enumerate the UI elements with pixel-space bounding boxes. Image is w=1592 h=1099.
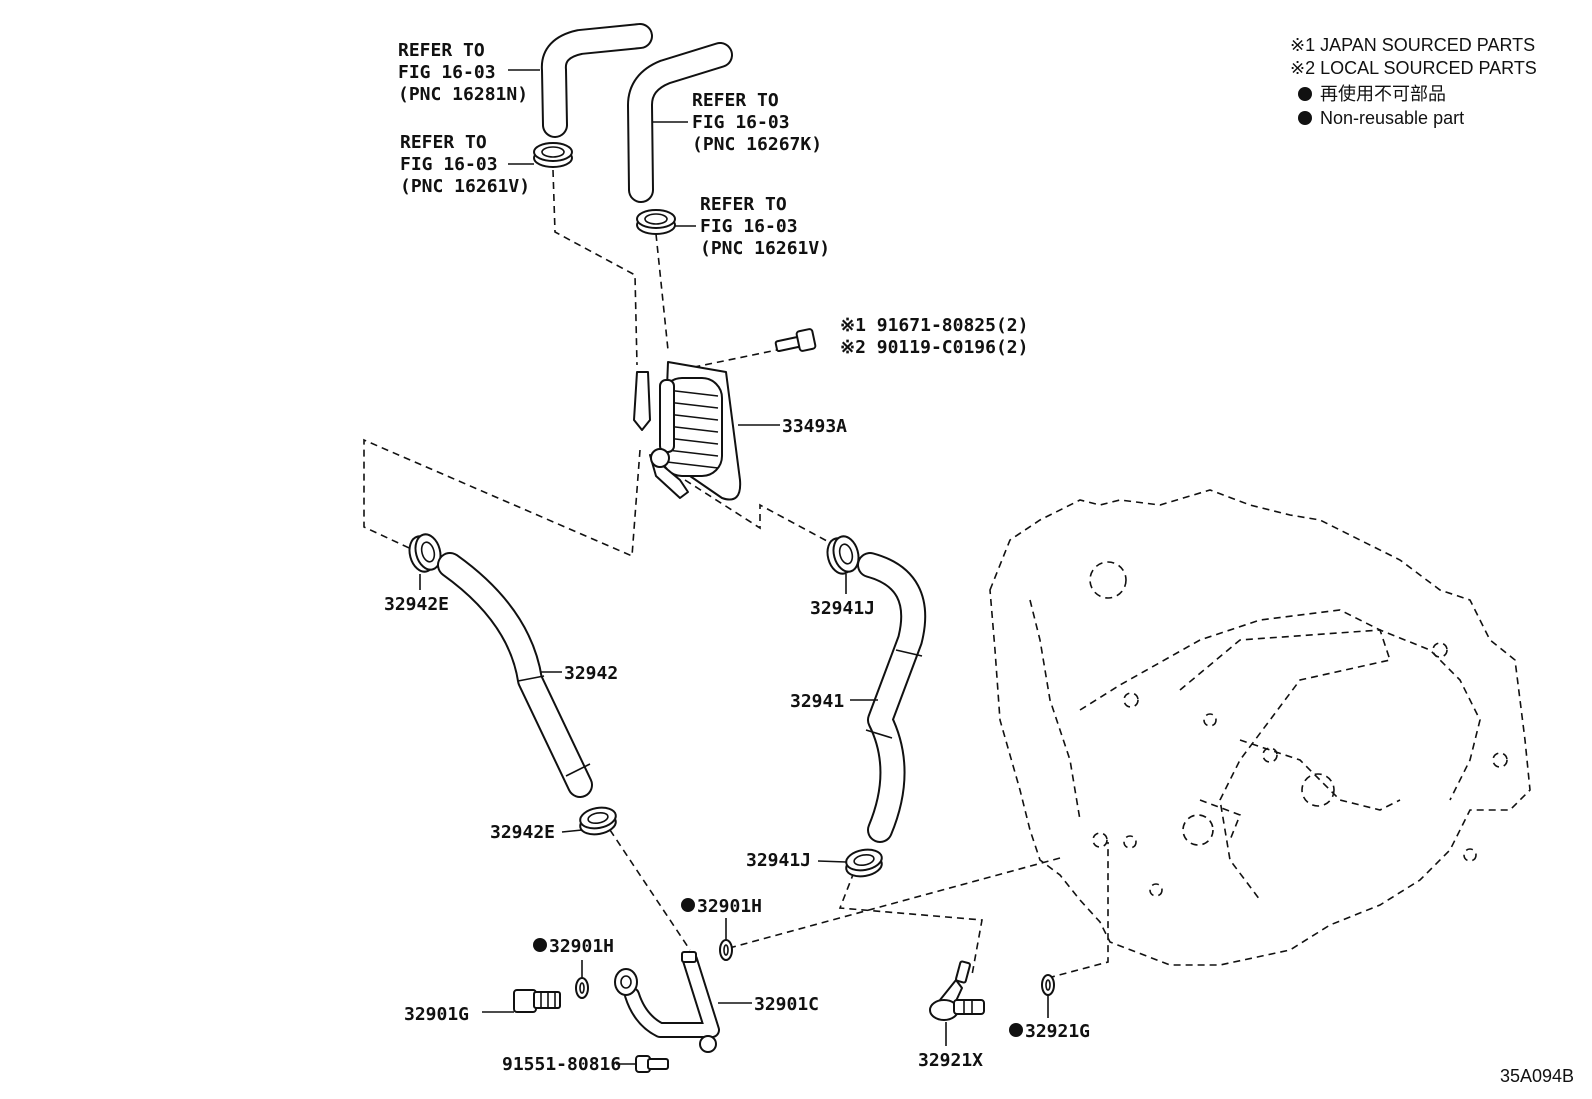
- clamp-32941j-lower: [845, 848, 883, 878]
- part-label-32901h-upper: 32901H: [697, 896, 762, 917]
- part-label-90119-c0196: ※2 90119-C0196(2): [840, 337, 1028, 358]
- svg-text:FIG 16-03: FIG 16-03: [692, 112, 790, 133]
- legend-local-sourced: ※2 LOCAL SOURCED PARTS: [1290, 58, 1537, 78]
- tube-32901c: [614, 951, 720, 1053]
- non-reusable-dot-icon: [681, 898, 695, 912]
- hose-32941: [857, 552, 927, 843]
- part-label-91671-80825: ※1 91671-80825(2): [840, 315, 1028, 336]
- part-label-32901g: 32901G: [404, 1004, 469, 1025]
- clamp-16261v-left: [533, 142, 573, 168]
- svg-text:(PNC 16267K): (PNC 16267K): [692, 134, 822, 155]
- clamp-32942e-upper: [408, 533, 442, 573]
- svg-text:REFER TO: REFER TO: [700, 194, 787, 215]
- legend-non-reusable-en: Non-reusable part: [1320, 108, 1464, 128]
- non-reusable-dot-icon: [1298, 111, 1312, 125]
- elbow-32921x: [929, 960, 985, 1021]
- svg-text:REFER TO: REFER TO: [398, 40, 485, 61]
- svg-text:(PNC 16261V): (PNC 16261V): [400, 176, 530, 197]
- part-label-32921x: 32921X: [918, 1050, 983, 1071]
- svg-text:FIG 16-03: FIG 16-03: [398, 62, 496, 83]
- illustration-code: 35A094B: [1500, 1066, 1574, 1086]
- svg-text:REFER TO: REFER TO: [692, 90, 779, 111]
- transaxle-housing-outline: [989, 489, 1531, 966]
- upper-hose-16281n: [540, 23, 653, 138]
- gasket-32901h-lower: [575, 977, 589, 999]
- non-reusable-dot-icon: [1009, 1023, 1023, 1037]
- oil-cooler-33493a: [633, 361, 742, 501]
- part-label-32942: 32942: [564, 663, 618, 684]
- upper-hose-16267k: [627, 42, 733, 203]
- part-label-32901h-lower: 32901H: [549, 936, 614, 957]
- clamp-32942e-lower: [579, 806, 617, 836]
- ref-label-16261v-right: REFER TO FIG 16-03 (PNC 16261V): [700, 194, 830, 259]
- connection-lines: [363, 169, 1109, 979]
- oring-32921g: [1041, 974, 1055, 996]
- union-bolt-32901g: [513, 989, 561, 1013]
- part-label-32901c: 32901C: [754, 994, 819, 1015]
- part-label-91551-80816: 91551-80816: [502, 1054, 621, 1075]
- part-label-32942e-upper: 32942E: [384, 594, 449, 615]
- ref-label-16281n: REFER TO FIG 16-03 (PNC 16281N): [398, 40, 528, 105]
- part-label-32941j-upper: 32941J: [810, 598, 875, 619]
- gasket-32901h-upper: [719, 939, 733, 961]
- part-label-32921g: 32921G: [1025, 1021, 1090, 1042]
- legend-japan-sourced: ※1 JAPAN SOURCED PARTS: [1290, 35, 1535, 55]
- part-label-33493a: 33493A: [782, 416, 847, 437]
- svg-text:(PNC 16281N): (PNC 16281N): [398, 84, 528, 105]
- bolt-91551-80816: [635, 1055, 669, 1073]
- svg-text:(PNC 16261V): (PNC 16261V): [700, 238, 830, 259]
- part-label-32941: 32941: [790, 691, 844, 712]
- clamp-32941j-upper: [826, 535, 860, 575]
- leader-line: [817, 860, 847, 863]
- non-reusable-dot-icon: [1298, 87, 1312, 101]
- clamp-16261v-right: [636, 209, 676, 235]
- svg-text:FIG 16-03: FIG 16-03: [700, 216, 798, 237]
- ref-label-16261v-left: REFER TO FIG 16-03 (PNC 16261V): [400, 132, 530, 197]
- legend: ※1 JAPAN SOURCED PARTS ※2 LOCAL SOURCED …: [1290, 35, 1537, 128]
- part-label-32942e-lower: 32942E: [490, 822, 555, 843]
- non-reusable-dot-icon: [533, 938, 547, 952]
- leader-line: [561, 829, 583, 833]
- bolt-91671-80825: [774, 328, 817, 353]
- part-label-32941j-lower: 32941J: [746, 850, 811, 871]
- svg-text:REFER TO: REFER TO: [400, 132, 487, 153]
- ref-label-16267k: REFER TO FIG 16-03 (PNC 16267K): [692, 90, 822, 155]
- svg-text:FIG 16-03: FIG 16-03: [400, 154, 498, 175]
- hose-32942: [437, 552, 593, 798]
- legend-non-reusable-jp: 再使用不可部品: [1320, 84, 1446, 104]
